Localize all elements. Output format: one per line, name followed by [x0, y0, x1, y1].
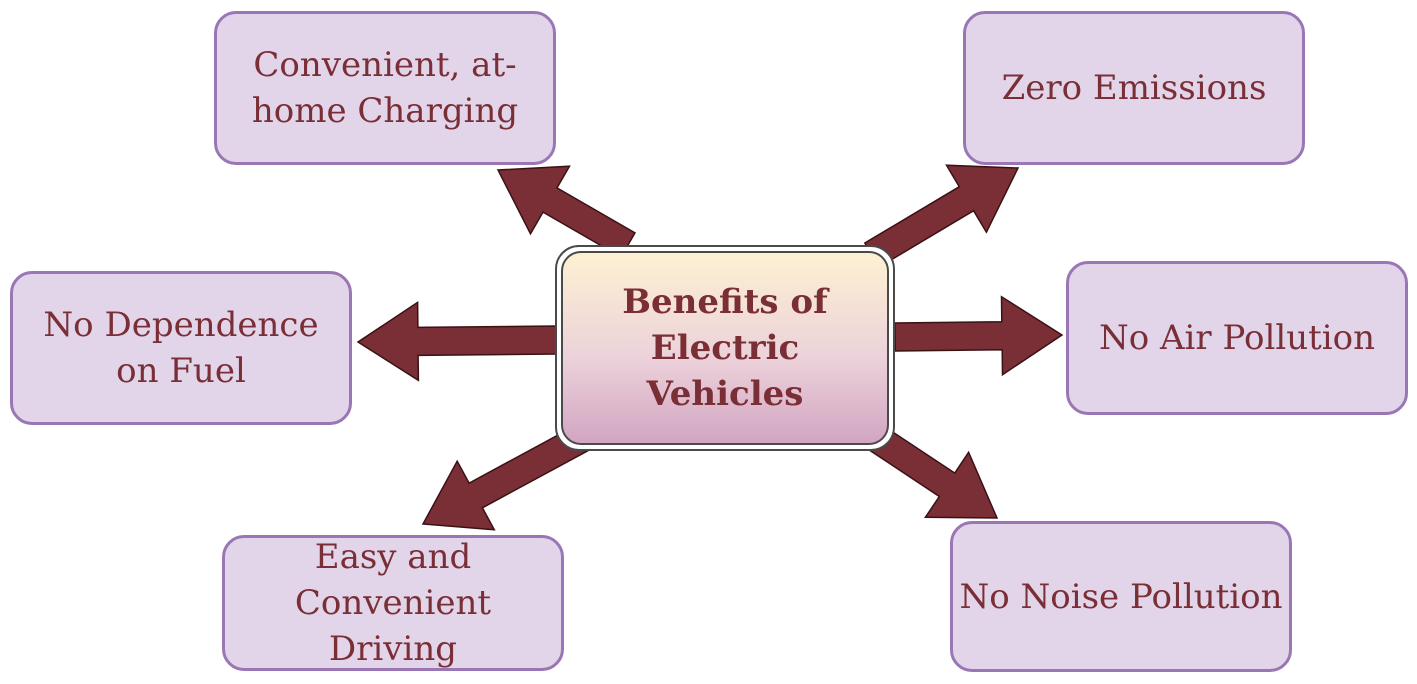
arrow-to-fuel-dependence [356, 301, 558, 382]
benefit-text-line: Zero Emissions [1001, 68, 1267, 108]
benefit-text-line: No Air Pollution [1098, 318, 1376, 358]
benefit-box-home-charging: Convenient, at- home Charging [214, 11, 556, 165]
center-box-frame: Benefits of Electric Vehicles [555, 245, 895, 451]
benefit-box-no-fuel-dependence: No Dependence on Fuel [10, 271, 352, 425]
benefit-text-line: No Noise Pollution [959, 576, 1283, 617]
benefit-text-line: Convenient Driving [294, 583, 492, 669]
benefit-box-no-noise-pollution: No Noise Pollution [950, 521, 1292, 672]
arrow-to-home-charging [496, 165, 637, 259]
benefit-text-line: Easy and [314, 537, 472, 577]
benefit-box-easy-driving: Easy and Convenient Driving [222, 535, 564, 671]
benefit-text-line: on Fuel [116, 351, 246, 391]
center-box: Benefits of Electric Vehicles [561, 251, 889, 445]
arrow-to-air-pollution [894, 295, 1064, 377]
benefit-text-line: home Charging [251, 91, 519, 131]
arrow-to-easy-driving [421, 424, 590, 531]
arrow-to-zero-emissions [863, 164, 1020, 269]
center-title-line: Benefits of [622, 282, 828, 322]
benefit-text-line: No Dependence [43, 305, 319, 345]
center-title-line: Electric [650, 328, 800, 368]
benefit-text-line: Convenient, at- [253, 45, 517, 85]
benefit-box-zero-emissions: Zero Emissions [963, 11, 1305, 165]
benefit-box-no-air-pollution: No Air Pollution [1066, 261, 1408, 415]
center-title-line: Vehicles [646, 374, 804, 414]
